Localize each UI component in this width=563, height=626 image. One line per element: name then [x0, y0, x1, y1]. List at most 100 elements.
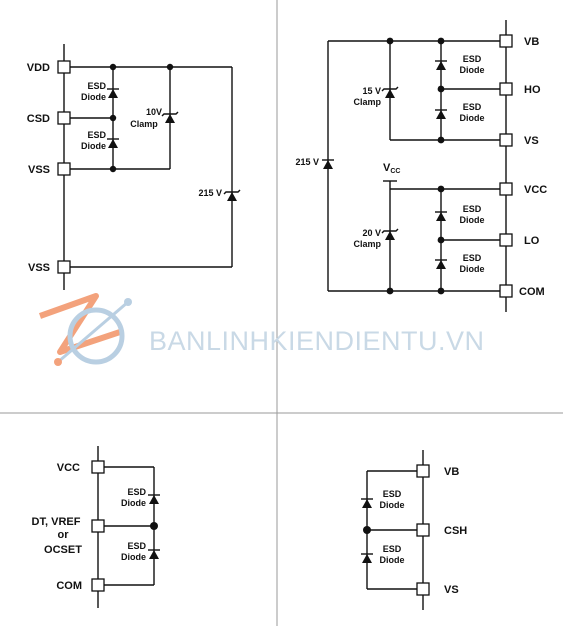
- esd-label: ESD: [87, 81, 106, 91]
- esd-label: ESD: [127, 541, 146, 551]
- esd-diode-icon: [148, 549, 160, 559]
- junction-dot: [437, 287, 445, 295]
- pin-pad-vss: [57, 162, 71, 176]
- watermark: BANLINHKIENDIENTU.VN: [38, 293, 485, 366]
- watermark-logo-icon: [38, 293, 132, 366]
- junction-dot: [437, 37, 445, 45]
- pin-label-com: COM: [519, 286, 545, 298]
- pin-pad-csd: [57, 111, 71, 125]
- esd-label: Diode: [121, 498, 146, 508]
- junction-dot: [437, 185, 445, 193]
- esd-diode-icon: [435, 259, 447, 269]
- zener-diode-icon: [322, 159, 334, 169]
- zener-diode-icon: [161, 111, 179, 123]
- esd-label: ESD: [463, 204, 482, 214]
- junction-dot: [437, 85, 445, 93]
- junction-dot: [437, 136, 445, 144]
- esd-label: Diode: [81, 141, 106, 151]
- pin-pad-vb: [416, 464, 430, 478]
- esd-label: Diode: [459, 264, 484, 274]
- zener-diode-icon: [381, 228, 399, 240]
- pin-pad-lo: [499, 233, 513, 247]
- esd-diode-icon: [435, 60, 447, 70]
- top-right-circuit: VB HO VS VCC LO COM ESD Diode ESD Diode …: [295, 20, 547, 312]
- esd-label: Diode: [459, 113, 484, 123]
- zener-diode-icon: [381, 86, 399, 98]
- esd-label: ESD: [463, 54, 482, 64]
- pin-label-csd: CSD: [27, 113, 50, 125]
- pin-pad-ho: [499, 82, 513, 96]
- watermark-text: BANLINHKIENDIENTU.VN: [149, 326, 485, 356]
- top-left-circuit: VDD CSD VSS VSS ESD Diode ESD Diode 10V …: [27, 44, 241, 290]
- pin-label-vss: VSS: [28, 262, 50, 274]
- junction-dot: [109, 165, 117, 173]
- esd-diode-icon: [435, 211, 447, 221]
- pin-pad-dt-vref-ocset: [91, 519, 105, 533]
- clamp-label: Clamp: [353, 97, 381, 107]
- pin-pad-vss: [57, 260, 71, 274]
- esd-label: ESD: [463, 102, 482, 112]
- pin-label-lo: LO: [524, 235, 540, 247]
- esd-diode-icon: [435, 109, 447, 119]
- bottom-right-circuit: VB CSH VS ESD Diode ESD Diode: [361, 450, 467, 610]
- pin-label-vdd: VDD: [27, 62, 50, 74]
- esd-label: ESD: [87, 130, 106, 140]
- zener-voltage-label: 215 V: [295, 157, 319, 167]
- clamp-label: Clamp: [130, 119, 158, 129]
- clamp-label: Clamp: [353, 239, 381, 249]
- esd-diode-icon: [107, 138, 119, 148]
- zener-voltage-label: 215 V: [198, 188, 222, 198]
- junction-dot: [166, 63, 174, 71]
- junction-dot: [109, 114, 117, 122]
- pin-label-vb: VB: [444, 466, 459, 478]
- pin-pad-vb: [499, 34, 513, 48]
- esd-diode-icon: [361, 553, 373, 563]
- junction-dot: [386, 287, 394, 295]
- pin-pad-csh: [416, 523, 430, 537]
- pin-label-or: or: [58, 529, 70, 541]
- pin-label-csh: CSH: [444, 525, 467, 537]
- pin-label-vcc: VCC: [524, 184, 547, 196]
- junction-dot: [363, 526, 371, 534]
- pin-label-com: COM: [56, 580, 82, 592]
- clamp-label: 20 V: [362, 228, 381, 238]
- pin-label-vss: VSS: [28, 164, 50, 176]
- esd-diode-icon: [148, 494, 160, 504]
- pin-label-vs: VS: [444, 584, 459, 596]
- esd-label: Diode: [81, 92, 106, 102]
- pin-pad-vcc: [91, 460, 105, 474]
- pin-label-vs: VS: [524, 135, 539, 147]
- esd-label: Diode: [121, 552, 146, 562]
- pin-label-ho: HO: [524, 84, 541, 96]
- pin-pad-vdd: [57, 60, 71, 74]
- pin-pad-com: [91, 578, 105, 592]
- esd-label: Diode: [459, 65, 484, 75]
- pin-pad-vcc: [499, 182, 513, 196]
- esd-label: Diode: [379, 555, 404, 565]
- junction-dot: [150, 522, 158, 530]
- clamp-label: 15 V: [362, 86, 381, 96]
- pin-label-vb: VB: [524, 36, 539, 48]
- pin-pad-vs: [499, 133, 513, 147]
- esd-label: ESD: [383, 544, 402, 554]
- pin-label-vcc: VCC: [57, 462, 80, 474]
- pin-label-ocset: OCSET: [44, 544, 82, 556]
- esd-diode-icon: [107, 88, 119, 98]
- esd-diode-icon: [361, 498, 373, 508]
- esd-label: ESD: [127, 487, 146, 497]
- esd-label: Diode: [379, 500, 404, 510]
- clamp-label: 10V: [146, 107, 162, 117]
- junction-dot: [437, 236, 445, 244]
- pin-pad-vs: [416, 582, 430, 596]
- esd-label: ESD: [383, 489, 402, 499]
- esd-label: Diode: [459, 215, 484, 225]
- esd-label: ESD: [463, 253, 482, 263]
- zener-diode-icon: [223, 189, 241, 201]
- junction-dot: [386, 37, 394, 45]
- junction-dot: [109, 63, 117, 71]
- pin-pad-com: [499, 284, 513, 298]
- pin-label-dt-vref: DT, VREF: [32, 516, 81, 528]
- bottom-left-circuit: VCC DT, VREF or OCSET COM ESD Diode ESD …: [32, 446, 160, 608]
- vcc-node-label: VCC: [383, 162, 400, 175]
